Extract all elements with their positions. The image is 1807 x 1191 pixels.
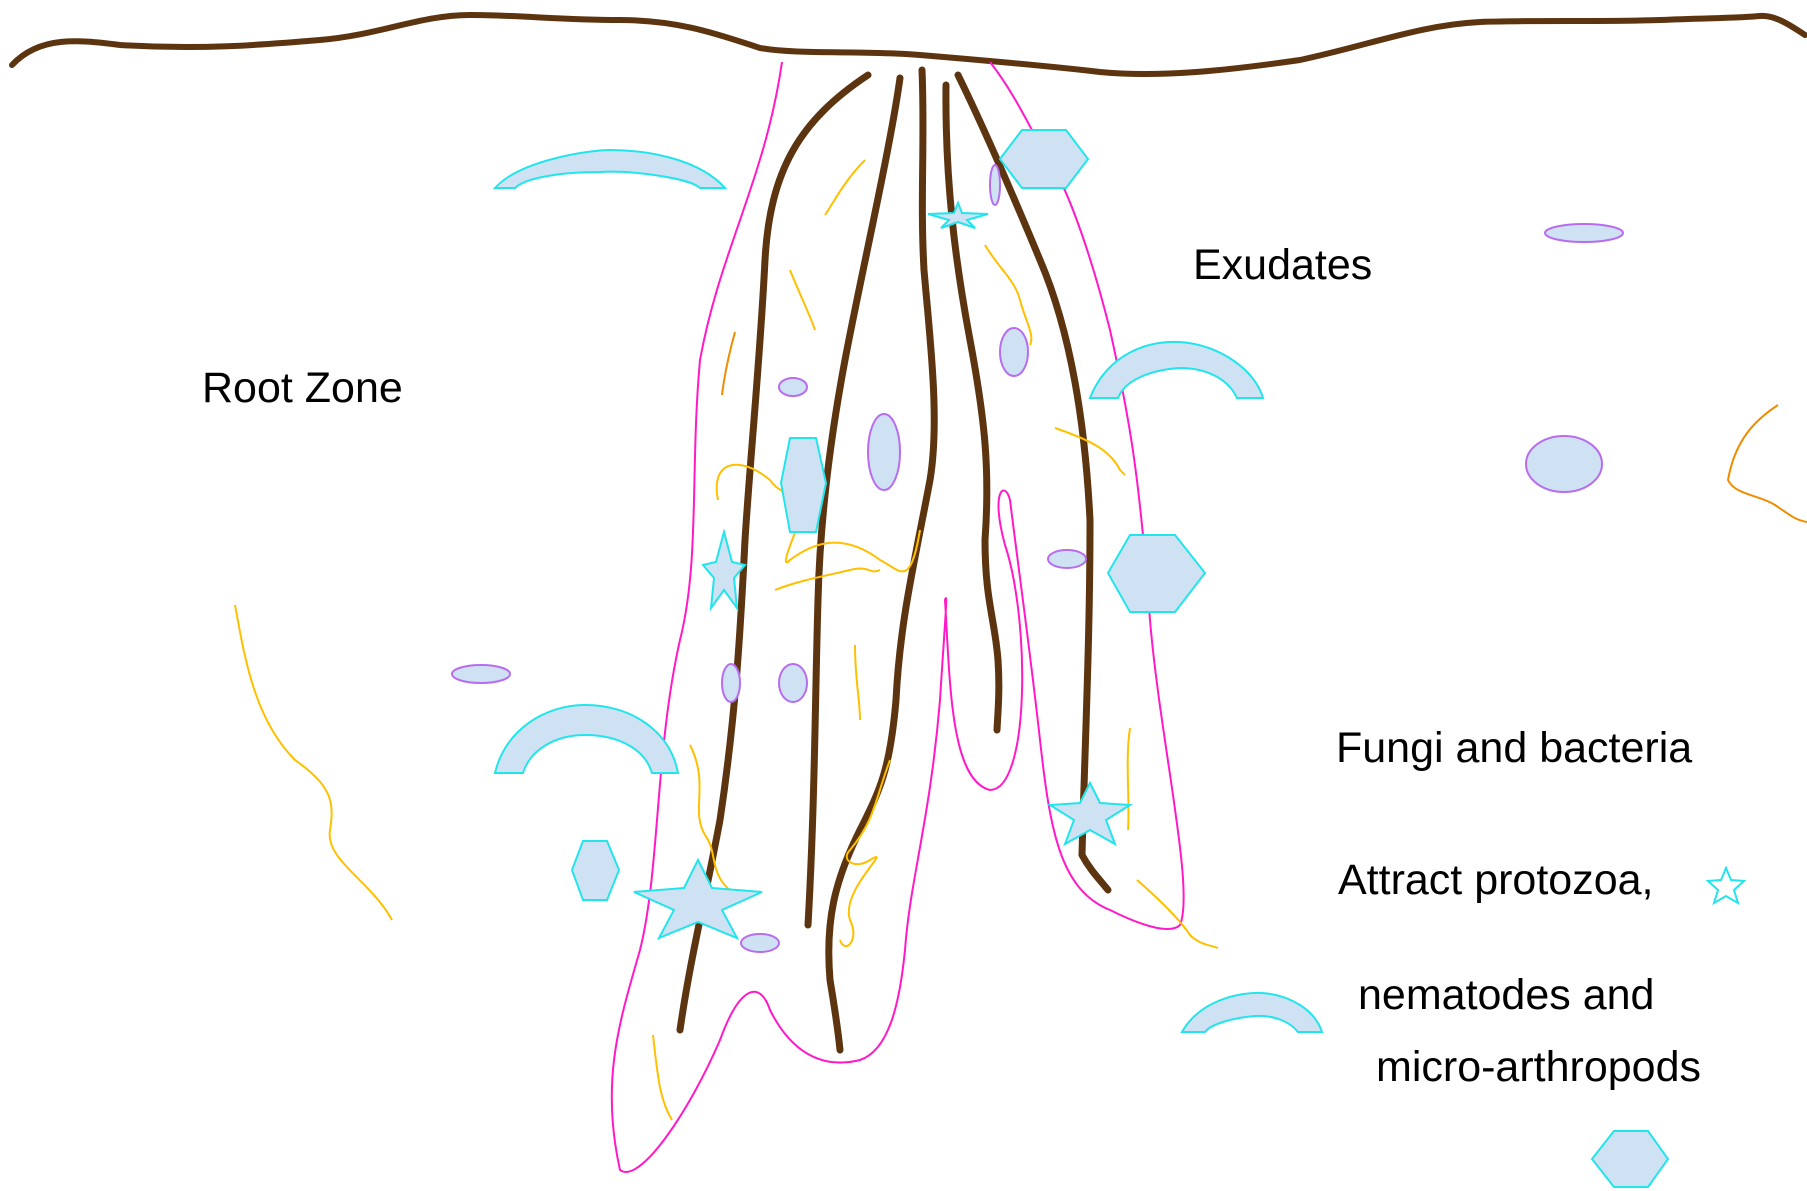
hexagon-organism bbox=[1592, 1131, 1668, 1187]
label-nematodes: nematodes and bbox=[1358, 974, 1654, 1017]
hypha bbox=[235, 605, 392, 920]
hexagon-organism bbox=[781, 438, 826, 532]
roots bbox=[680, 70, 1108, 1050]
bacteria-oval bbox=[779, 378, 807, 396]
label-attract-protozoa: Attract protozoa, bbox=[1338, 859, 1654, 902]
bacteria-oval bbox=[1545, 224, 1623, 242]
arch-organism bbox=[1182, 993, 1322, 1032]
label-root-zone: Root Zone bbox=[202, 367, 403, 410]
arch-organism bbox=[495, 705, 678, 773]
hypha-dark bbox=[722, 332, 735, 395]
soil-surface-line bbox=[12, 15, 1805, 74]
label-exudates: Exudates bbox=[1193, 244, 1372, 287]
bacteria-oval bbox=[1000, 328, 1028, 376]
bacteria-oval bbox=[868, 414, 900, 490]
arch-organism bbox=[495, 150, 725, 188]
bacteria-oval bbox=[722, 664, 740, 702]
hypha bbox=[1055, 428, 1125, 475]
hexagon-organism bbox=[1108, 535, 1205, 612]
star-organism bbox=[928, 203, 988, 228]
hypha bbox=[855, 645, 860, 720]
star-icon bbox=[1708, 868, 1744, 903]
arch-organism bbox=[1090, 342, 1263, 398]
bacteria-oval bbox=[452, 665, 510, 683]
star-organism bbox=[1050, 783, 1130, 844]
bacteria-oval bbox=[990, 165, 1000, 205]
root-right bbox=[958, 75, 1108, 890]
hypha-dark bbox=[1728, 405, 1807, 522]
hypha bbox=[1137, 880, 1218, 948]
fungal-hyphae bbox=[235, 160, 1218, 1120]
bacteria-oval bbox=[741, 934, 779, 952]
label-fungi-bacteria: Fungi and bacteria bbox=[1336, 727, 1692, 770]
hypha bbox=[790, 270, 815, 330]
label-micro-arthropods: micro-arthropods bbox=[1376, 1046, 1701, 1089]
rhizosphere-outline bbox=[612, 62, 1184, 1172]
hypha bbox=[775, 569, 880, 590]
bacteria-oval bbox=[779, 664, 807, 702]
bacteria-oval bbox=[1048, 550, 1086, 568]
hypha bbox=[653, 1035, 672, 1120]
hypha bbox=[825, 160, 865, 215]
bacteria-ovals bbox=[452, 165, 1623, 952]
bacteria-oval bbox=[1526, 436, 1602, 492]
hexagon-organism bbox=[572, 841, 619, 900]
hypha bbox=[1128, 728, 1130, 830]
hexagon-organism bbox=[1000, 130, 1088, 188]
